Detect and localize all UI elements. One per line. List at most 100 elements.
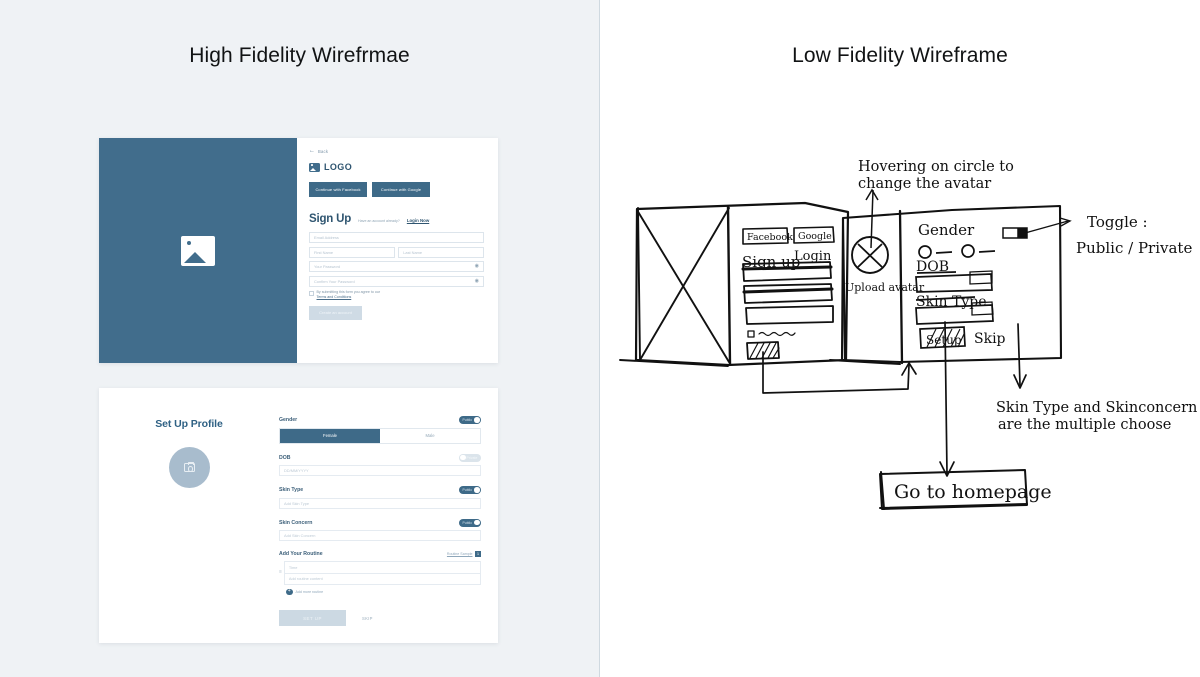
first-name-placeholder: First Name: [314, 249, 334, 255]
terms-sentence: By submitting this form you agree to our: [316, 290, 381, 294]
oauth-buttons: Continue with Facebook Continue with Goo…: [309, 182, 484, 197]
first-name-field[interactable]: First Name: [309, 246, 395, 258]
login-prompt: Have an account already?: [358, 219, 400, 223]
sketch-multi-note-line2: are the multiple choose: [998, 417, 1171, 433]
image-placeholder-icon: [181, 235, 215, 266]
dob-privacy-toggle[interactable]: Private: [459, 453, 481, 462]
toggle-knob: [474, 417, 480, 423]
skin-type-placeholder: Add Skin Type: [284, 500, 310, 506]
sketch-dob-label: DOB: [916, 259, 949, 275]
create-account-button[interactable]: Create an account: [309, 305, 362, 320]
continue-with-facebook-button[interactable]: Continue with Facebook: [309, 182, 367, 197]
sketch-toggle-note-line2: Public / Private: [1076, 239, 1192, 257]
routine-section-header: Add Your Routine Routine Sample 1: [279, 551, 481, 557]
gender-option-female[interactable]: Female: [280, 428, 380, 443]
name-fields: First Name Last Name: [309, 246, 484, 258]
logo: LOGO: [309, 162, 484, 172]
sketch-signup-label: Sign up: [742, 253, 800, 271]
gender-privacy-toggle[interactable]: Public: [459, 416, 481, 424]
back-label: Back: [318, 148, 329, 154]
sketch-gender-label: Gender: [918, 221, 975, 239]
dob-label: DOB: [279, 454, 291, 461]
skin-type-label: Skin Type: [279, 487, 304, 493]
password-field[interactable]: Your Password ◉: [309, 261, 484, 272]
toggle-knob: [474, 519, 480, 526]
logo-text: LOGO: [324, 162, 353, 172]
confirm-password-field[interactable]: Confirm Your Password ◉: [309, 275, 484, 287]
routine-row: ≡ Time Add routine content: [279, 560, 481, 585]
eye-icon[interactable]: ◉: [474, 277, 479, 284]
skip-button[interactable]: SKIP: [362, 615, 373, 621]
plus-circle-icon: +: [286, 588, 293, 595]
arrow-left-icon: ←: [309, 148, 315, 154]
skin-concern-input[interactable]: Add Skin Concern: [279, 530, 481, 541]
high-fidelity-panel: High Fidelity Wirefrmae ← Back LOGO Cont…: [0, 0, 600, 677]
sketch-multi-note-line1: Skin Type and Skinconcern: [996, 400, 1197, 416]
image-placeholder-icon: [309, 162, 320, 172]
terms-checkbox[interactable]: [309, 291, 314, 296]
dob-section-header: DOB Private: [279, 453, 481, 462]
add-more-routine-button[interactable]: + Add more routine: [286, 588, 481, 595]
terms-and-conditions-link[interactable]: Terms and Conditions: [316, 295, 352, 300]
dob-privacy-state: Private: [466, 455, 478, 460]
page-title: Set Up Profile: [155, 418, 223, 430]
routine-sample-link[interactable]: Routine Sample 1: [447, 551, 481, 557]
email-field[interactable]: Email Address: [309, 232, 484, 243]
toggle-knob: [474, 487, 480, 493]
drag-handle-icon[interactable]: ≡: [279, 569, 282, 575]
signup-form-area: ← Back LOGO Continue with Facebook Conti…: [297, 138, 498, 363]
signup-header: Sign Up Have an account already? Login N…: [309, 213, 484, 225]
sketch-setup-label: Setup: [926, 333, 962, 347]
routine-content-input[interactable]: Add routine content: [284, 572, 480, 584]
skin-type-input[interactable]: Add Skin Type: [279, 497, 481, 509]
gender-segmented-control: Female Male: [279, 427, 481, 444]
avatar-upload-button[interactable]: [168, 447, 210, 488]
skin-type-privacy-state: Public: [462, 488, 473, 492]
sketch-hover-note-line1: Hovering on circle to: [858, 159, 1014, 175]
skin-concern-privacy-toggle[interactable]: Public: [459, 518, 481, 527]
profile-mockup-card: Set Up Profile Gender Public Fema: [99, 388, 498, 643]
toggle-knob: [460, 454, 466, 461]
login-now-link[interactable]: Login Now: [406, 218, 430, 223]
profile-form-area: Gender Public Female Male DOB Private: [279, 414, 481, 643]
page-title: Sign Up: [309, 213, 352, 225]
skin-concern-placeholder: Add Skin Concern: [284, 533, 316, 538]
routine-time-input[interactable]: Time: [288, 564, 298, 570]
skin-concern-label: Skin Concern: [279, 519, 313, 526]
routine-label: Add Your Routine: [279, 551, 323, 557]
eye-icon[interactable]: ◉: [474, 263, 479, 269]
password-placeholder: Your Password: [314, 264, 341, 269]
skin-type-privacy-toggle[interactable]: Public: [459, 486, 481, 494]
routine-sample-text: Routine Sample: [446, 552, 473, 556]
low-fidelity-panel: Low Fidelity Wireframe Facebook Google S…: [600, 0, 1200, 677]
gender-option-male[interactable]: Male: [380, 428, 480, 443]
skin-type-section-header: Skin Type Public: [279, 486, 481, 494]
confirm-password-placeholder: Confirm Your Password: [314, 278, 355, 284]
terms-agreement: By submitting this form you agree to our…: [309, 290, 484, 301]
last-name-placeholder: Last Name: [403, 249, 423, 255]
camera-icon: [183, 461, 195, 472]
skin-concern-privacy-state: Public: [462, 520, 473, 525]
sketch-login-label: Login: [794, 249, 832, 264]
setup-button[interactable]: SET UP: [279, 610, 346, 626]
last-name-field[interactable]: Last Name: [398, 246, 484, 258]
low-fidelity-title: Low Fidelity Wireframe: [792, 44, 1008, 67]
sketch-upload-avatar-label: Upload avatar: [845, 281, 925, 294]
signup-hero-image: [99, 138, 297, 363]
dob-input[interactable]: DD/MM/YYYY: [279, 465, 481, 476]
sketch-skip-label: Skip: [974, 331, 1006, 347]
gender-section-header: Gender Public: [279, 416, 481, 424]
sketch-toggle-note-line1: Toggle :: [1087, 213, 1148, 231]
sketch-hover-note-line2: change the avatar: [858, 176, 991, 192]
sketch-homepage-note: Go to homepage: [894, 481, 1052, 503]
continue-with-google-button[interactable]: Continue with Google: [372, 182, 430, 197]
gender-privacy-state: Public: [462, 418, 473, 422]
profile-layout: Set Up Profile Gender Public Fema: [99, 388, 498, 643]
high-fidelity-title: High Fidelity Wirefrmae: [189, 44, 410, 67]
add-more-routine-label: Add more routine: [295, 589, 324, 594]
skin-concern-section-header: Skin Concern Public: [279, 518, 481, 527]
back-button[interactable]: ← Back: [309, 148, 484, 154]
sketch-google-label: Google: [798, 231, 832, 242]
status-badge: 1: [475, 551, 481, 557]
